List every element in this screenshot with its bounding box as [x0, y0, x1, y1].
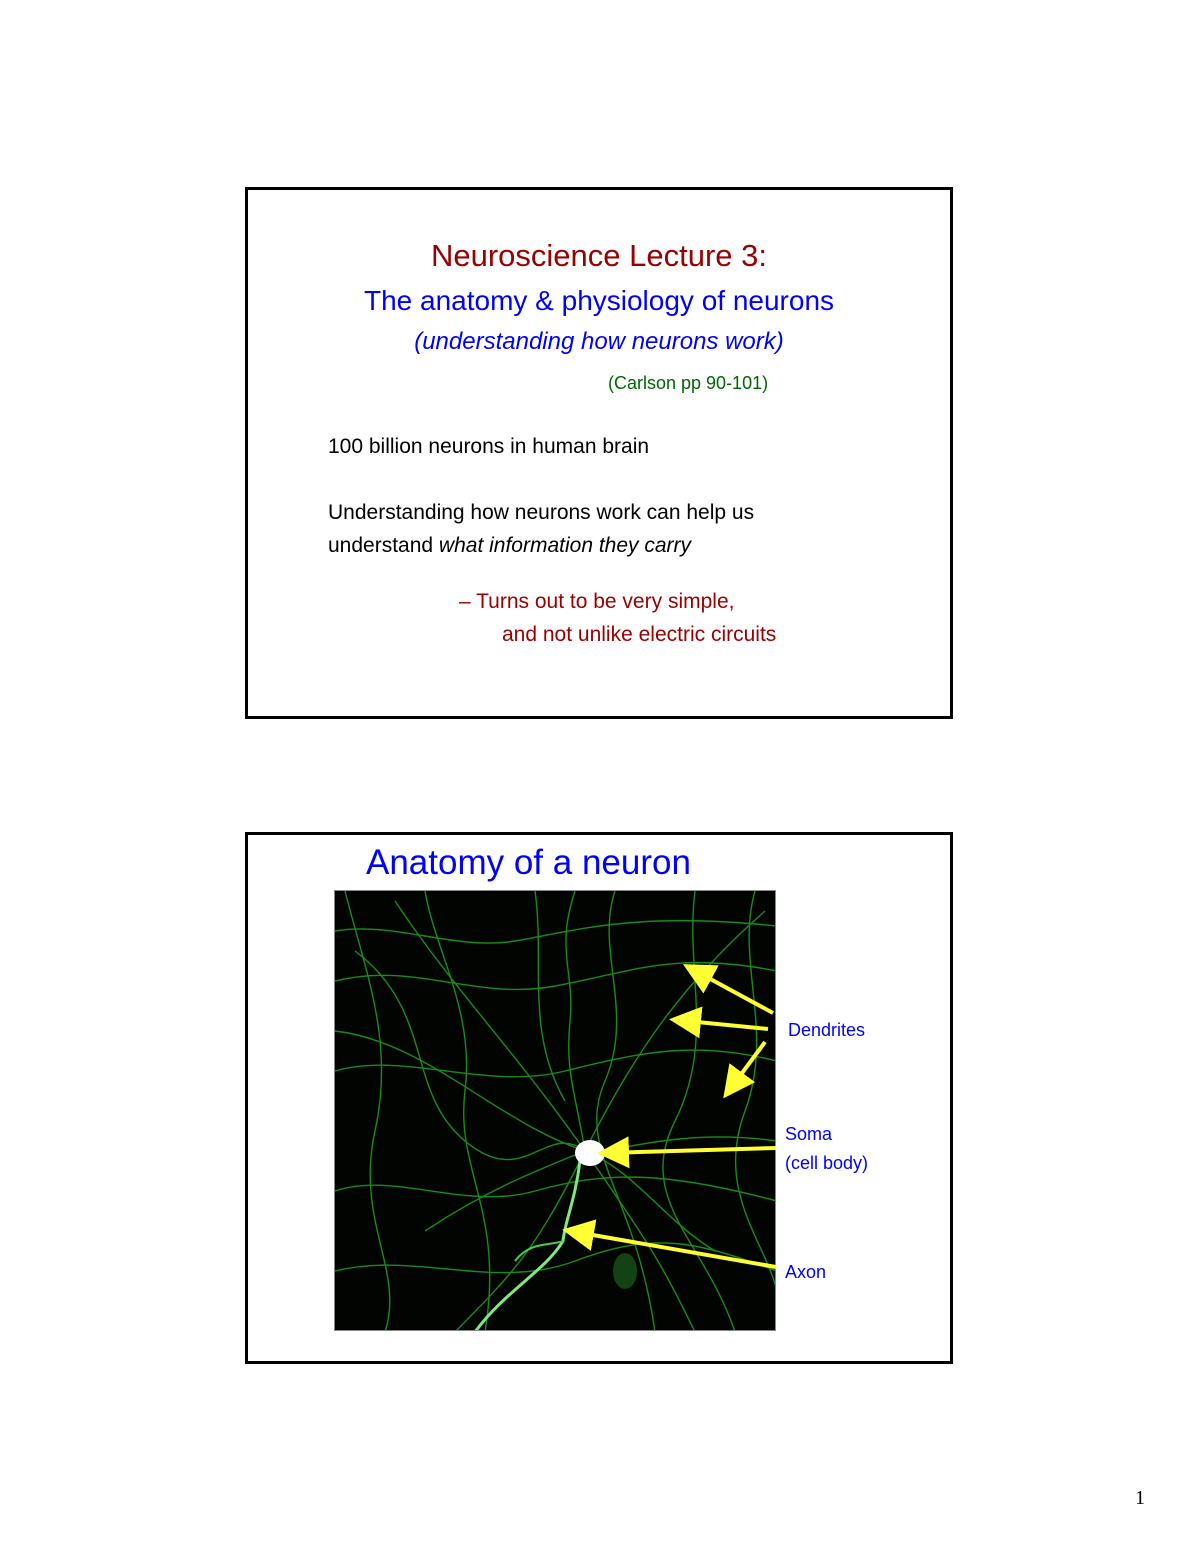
label-axon: Axon [785, 1262, 827, 1282]
slide-1-title: Neuroscience Lecture 3: The anatomy & ph… [245, 187, 953, 719]
paragraph-italic: what information they carry [438, 534, 692, 557]
conclusion-line-1: – Turns out to be very simple, [459, 590, 735, 613]
page-number: 1 [1135, 1487, 1145, 1509]
lecture-subtitle-italic: (understanding how neurons work) [414, 328, 784, 355]
lecture-title: Neuroscience Lecture 3: [430, 238, 768, 273]
slide-title: Anatomy of a neuron [366, 843, 691, 882]
neuron-count-fact: 100 billion neurons in human brain [328, 435, 650, 458]
neuron-micrograph [334, 890, 776, 1331]
slide-2-anatomy: Anatomy of a neuron [245, 832, 953, 1364]
paragraph-line-2: understand what information they carry [328, 534, 691, 558]
neuron-image-graphic [335, 891, 775, 1330]
textbook-reference: (Carlson pp 90-101) [608, 373, 769, 393]
label-cell-body: (cell body) [785, 1153, 869, 1173]
paragraph-line-1: Understanding how neurons work can help … [328, 501, 755, 524]
paragraph-plain: understand [328, 534, 439, 557]
label-soma: Soma [785, 1124, 833, 1144]
conclusion-line-2: and not unlike electric circuits [502, 623, 777, 646]
lecture-subtitle: The anatomy & physiology of neurons [363, 285, 835, 316]
label-dendrites: Dendrites [788, 1020, 866, 1040]
